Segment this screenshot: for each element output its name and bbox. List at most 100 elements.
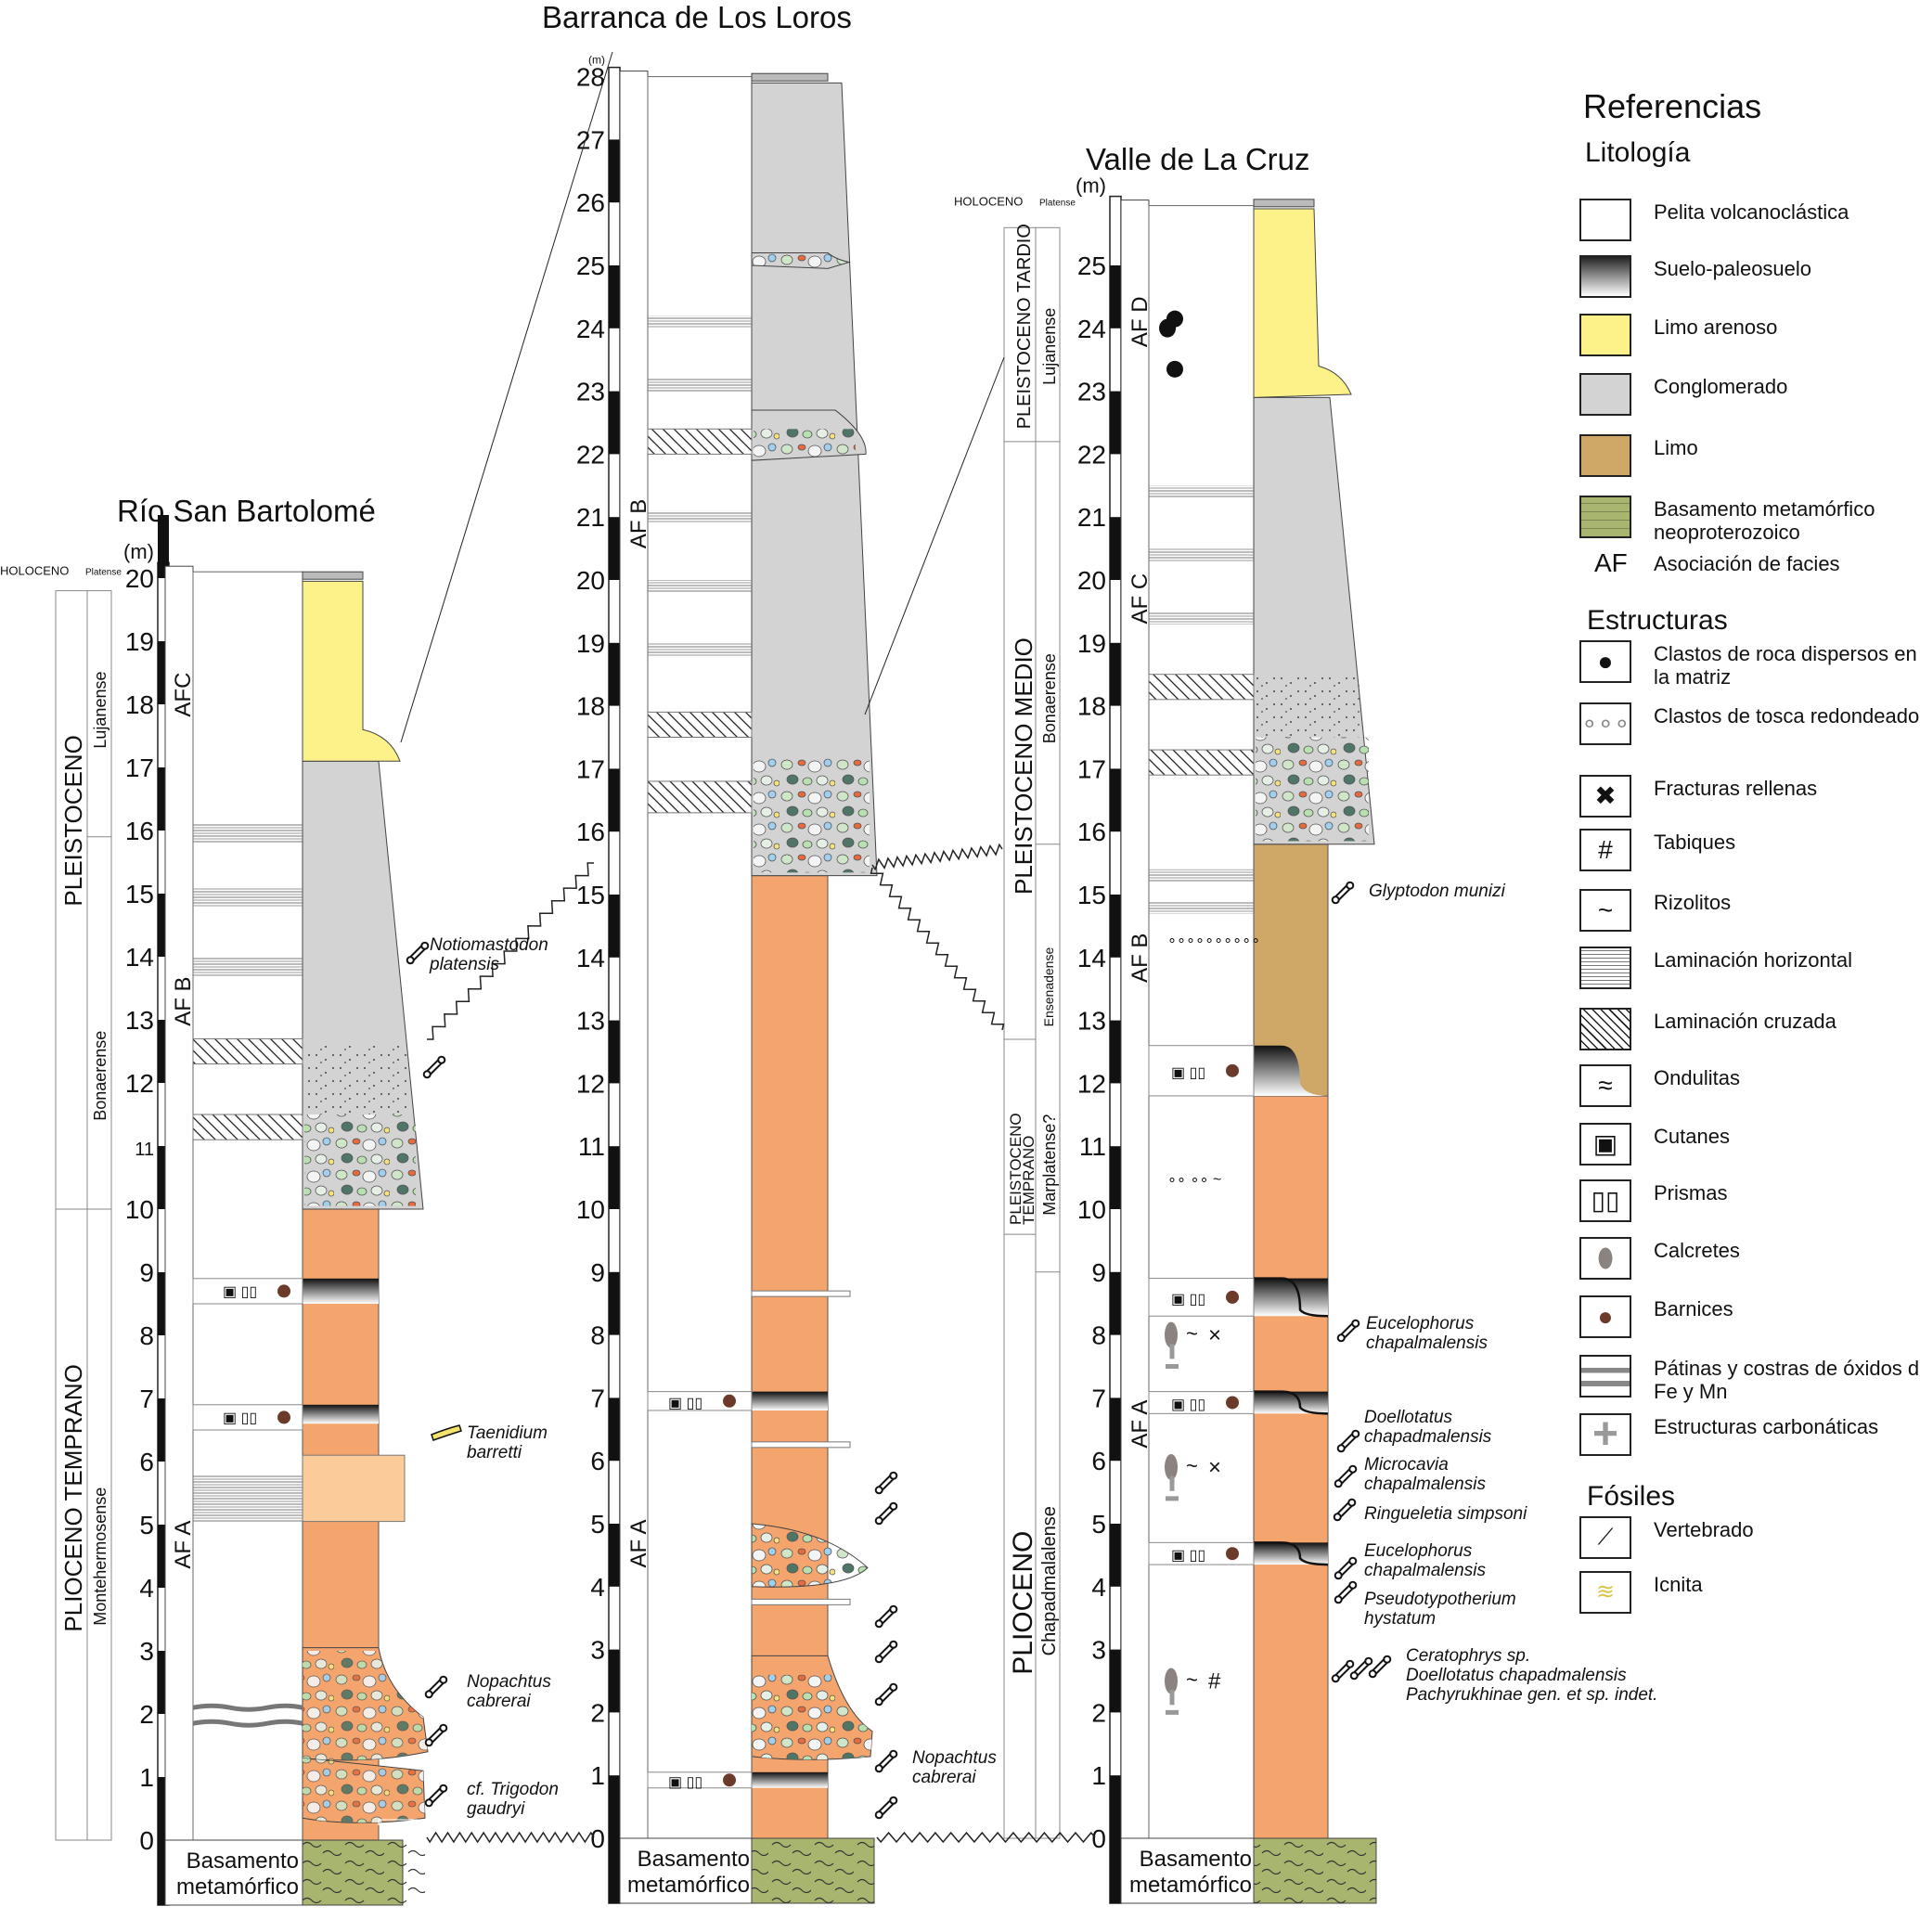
stage-label-bonaerense: Bonaerense	[91, 1031, 110, 1121]
cross-lamination	[192, 1114, 303, 1140]
facies-label-af-b: AF B	[1128, 934, 1153, 983]
bone-icon	[1331, 881, 1355, 905]
cross-lamination	[192, 1037, 303, 1065]
epoch-label-plioceno-temprano: PLIOCENO TEMPRANO	[59, 1364, 87, 1631]
meter-scale-segment	[1110, 265, 1121, 328]
scale-tick-label: 5	[1091, 1510, 1106, 1539]
meter-scale-segment	[1110, 1838, 1121, 1903]
unconformity-line	[870, 867, 1005, 1031]
varnish-icon	[1226, 1547, 1239, 1561]
epoch-label-plioceno: PLIOCENO	[1008, 1531, 1038, 1675]
scale-tick-label: 8	[590, 1321, 605, 1350]
unconformity-line	[426, 1831, 595, 1844]
meter-scale-segment	[609, 1649, 620, 1713]
fracture-icon: ×	[1208, 1455, 1221, 1480]
basement-label-box	[619, 1837, 753, 1904]
tosca-clasts: ∘∘∘∘∘∘∘∘∘∘	[1167, 933, 1260, 948]
fossil-name-line: chapalmalensis	[1364, 1561, 1486, 1580]
scale-tick-label: 15	[1077, 881, 1106, 909]
bone-icon	[1334, 1464, 1358, 1488]
facies-label-af-c: AF C	[1128, 573, 1153, 625]
trace-fossil-icon: ≋	[1579, 1571, 1631, 1614]
trace-body	[431, 1424, 462, 1441]
scale-tick-label: 4	[1091, 1573, 1106, 1602]
legend-row: Laminación horizontal	[1579, 947, 1914, 998]
pebble-fill	[752, 1674, 872, 1760]
basement-label: metamórfico	[1129, 1873, 1252, 1898]
legend-label: Fracturas rellenas	[1654, 777, 1818, 800]
scale-tick-label: 10	[1077, 1195, 1106, 1224]
thin-white-layer	[751, 1290, 851, 1297]
horizontal-lamination	[1149, 485, 1254, 499]
bone-end	[889, 1640, 898, 1649]
scale-tick-label: 23	[1077, 378, 1106, 406]
scale-tick-label: 10	[576, 1195, 605, 1224]
section-rio-san-bartolome: 01234567891011121314151617181920(m)Basam…	[0, 515, 429, 1906]
paleosol-band	[303, 1404, 379, 1424]
correlation-line	[400, 51, 613, 743]
fossil-label: Glyptodon munizi	[1369, 882, 1505, 901]
carbonate-icon: +	[1579, 1413, 1631, 1456]
bone-icon	[874, 1604, 898, 1629]
legend-label: Laminación horizontal	[1654, 948, 1853, 972]
bone-icon	[1368, 1655, 1392, 1679]
legend-label: Laminación cruzada	[1654, 1010, 1836, 1033]
cutan-prism-icons: ▣ ▯▯	[1171, 1292, 1205, 1307]
lithology-limo-arenoso	[1253, 208, 1352, 398]
fossil-name-line: platensis	[430, 955, 499, 974]
meter-scale-segment	[1110, 1524, 1121, 1587]
scale-tick-label: 11	[578, 1132, 605, 1161]
lithology-conglomerate	[751, 82, 878, 877]
cross-lamination	[1148, 674, 1255, 701]
bone-end	[874, 1486, 883, 1495]
paleosol-structure-box	[192, 1278, 303, 1305]
scale-tick-label: 18	[125, 690, 154, 719]
soil-top	[1253, 199, 1315, 208]
calcrete-icon: ⬮	[1579, 1237, 1631, 1280]
fossil-name-line: cabrerai	[912, 1768, 976, 1787]
meter-scale-segment	[1110, 1020, 1121, 1084]
scale-tick-label: 17	[576, 754, 605, 783]
varnish-icon: ●	[1579, 1295, 1631, 1338]
scale-tick-label: 25	[576, 251, 605, 280]
stage-label-lujanense: Lujanense	[1040, 308, 1059, 385]
cutan-prism-icons: ▣ ▯▯	[1171, 1065, 1205, 1081]
scale-tick-label: 13	[576, 1007, 605, 1036]
structure-column	[192, 571, 303, 1841]
varnish-icon	[723, 1394, 736, 1408]
fossil-name-line: hystatum	[1364, 1609, 1437, 1629]
paleosol-upper-contact	[1254, 1541, 1329, 1566]
scale-tick-label: 6	[139, 1448, 154, 1476]
bone-end	[424, 1690, 433, 1699]
cross-lamination	[647, 428, 753, 455]
bone-end	[420, 941, 430, 950]
paleosol-band	[1254, 1278, 1328, 1317]
legend-row: #Tabiques	[1579, 829, 1914, 881]
structure-column	[1148, 205, 1255, 1839]
scale-tick-label: 0	[590, 1824, 605, 1853]
bone-icon	[406, 941, 430, 965]
cutan-prism-icons: ▣ ▯▯	[668, 1774, 702, 1790]
varnish-icon	[277, 1410, 290, 1424]
legend-row: ⬮Calcretes	[1579, 1237, 1914, 1289]
legend-label: Icnita	[1654, 1573, 1703, 1596]
scale-tick-label: 15	[125, 880, 154, 908]
lithology-swatch	[1579, 373, 1631, 416]
facies-column	[619, 71, 649, 1839]
bone-end	[1334, 1595, 1343, 1604]
bone-end	[422, 1070, 432, 1079]
legend-label: Limo	[1654, 436, 1698, 459]
cross-lamination-icon	[1579, 1008, 1631, 1050]
pebble-fill	[303, 1651, 428, 1760]
bone-icon	[874, 1749, 898, 1773]
bone-end	[874, 1810, 883, 1820]
pebble-fill	[754, 755, 870, 873]
cutan-prism-icons: ▣ ▯▯	[1171, 1548, 1205, 1564]
horizontal-lamination	[1149, 611, 1254, 625]
carbonate-icon	[1166, 1344, 1179, 1369]
basement-label: Basamento	[638, 1847, 750, 1872]
fossil-name-line: Glyptodon munizi	[1369, 882, 1505, 901]
holoceno-label: HOLOCENO	[0, 564, 69, 578]
fossil-label: Ceratophrys sp.Doellotatus chapadmalensi…	[1406, 1646, 1657, 1705]
